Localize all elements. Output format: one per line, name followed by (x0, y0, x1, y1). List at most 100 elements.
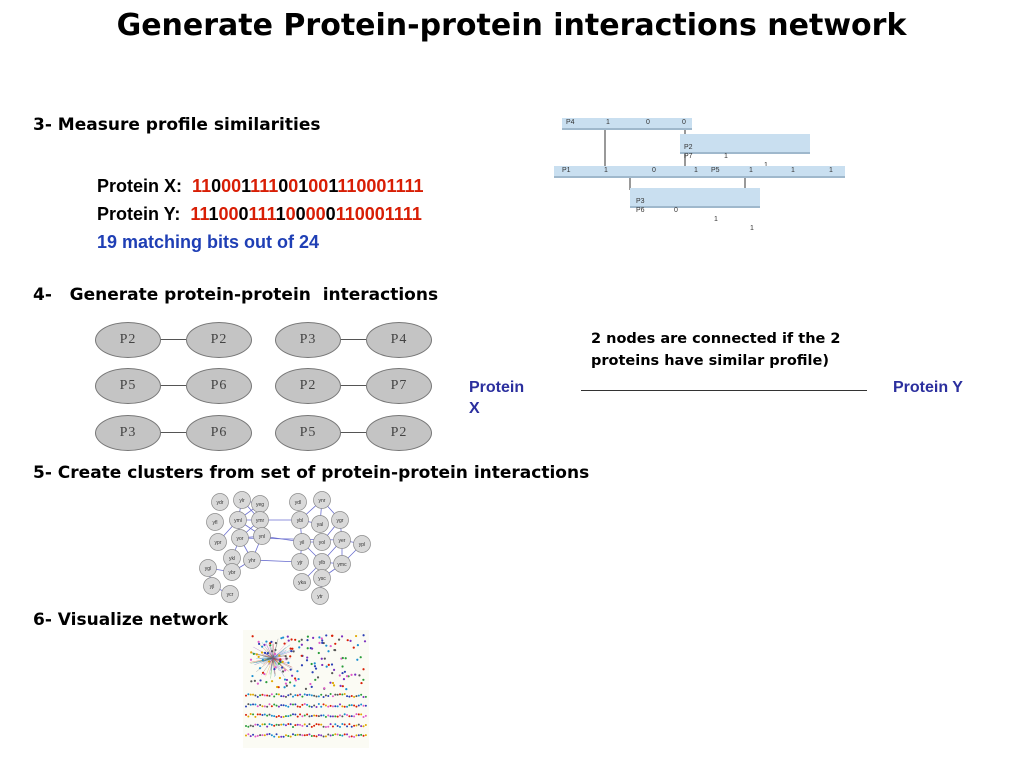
node-pair4-a: P2 (275, 368, 341, 404)
viz-node (273, 735, 276, 738)
viz-node (350, 695, 353, 698)
bit: 0 (228, 204, 239, 224)
viz-node (259, 713, 262, 716)
viz-node (259, 725, 262, 728)
viz-node (329, 681, 332, 684)
viz-node (321, 663, 324, 667)
viz-node (341, 693, 344, 696)
viz-node (289, 703, 292, 706)
bit: 1 (275, 204, 286, 224)
cluster-node (313, 491, 331, 509)
viz-node (317, 723, 320, 726)
viz-edge (249, 657, 274, 663)
viz-node (289, 735, 292, 738)
viz-node (331, 672, 334, 675)
cluster-node (223, 563, 241, 581)
viz-node (306, 725, 309, 728)
bit: 0 (364, 204, 375, 224)
viz-node (280, 637, 283, 640)
network-visualization-figure (243, 630, 369, 748)
viz-node (317, 734, 320, 737)
viz-node (303, 693, 306, 696)
viz-node (355, 713, 358, 716)
viz-node (300, 664, 304, 667)
viz-node (282, 715, 285, 718)
connection-note: 2 nodes are connected if the 2 proteins … (591, 331, 841, 369)
viz-node (343, 733, 346, 736)
viz-node (282, 723, 285, 726)
matching-bits-text: 19 matching bits out of 24 (97, 232, 320, 252)
viz-node (343, 713, 346, 716)
cluster-node-label: ytr (317, 594, 323, 600)
viz-node (247, 693, 250, 696)
viz-node (313, 714, 316, 717)
cluster-node (293, 573, 311, 591)
bit: 0 (308, 176, 319, 196)
viz-node (263, 694, 266, 697)
cluster-node-label: ygr (337, 518, 344, 524)
protein-x-row: Protein X: 110001111001001110001111 (97, 176, 424, 197)
viz-node (298, 640, 301, 643)
tree-row-p4: P4 1 0 0 (562, 118, 692, 130)
cluster-node (253, 527, 271, 545)
viz-node (360, 725, 363, 728)
viz-node (327, 714, 330, 717)
viz-node (357, 723, 360, 726)
viz-node (263, 643, 266, 646)
cluster-node (291, 553, 309, 571)
viz-node (292, 695, 294, 698)
viz-node (306, 733, 309, 736)
viz-node (263, 651, 267, 655)
cluster-node (311, 587, 329, 605)
viz-node (318, 641, 321, 644)
bit: 1 (386, 176, 396, 196)
node-pair3-b: P6 (186, 368, 252, 404)
viz-node (300, 654, 303, 657)
viz-node (294, 734, 297, 737)
viz-node (301, 703, 304, 706)
viz-node (353, 695, 356, 698)
viz-node (310, 725, 313, 728)
viz-node (357, 734, 360, 737)
viz-node (341, 734, 344, 737)
viz-node (294, 703, 297, 706)
viz-node (268, 733, 271, 736)
viz-node (339, 734, 341, 737)
viz-node (249, 658, 253, 661)
viz-node (310, 694, 313, 697)
viz-node (251, 674, 254, 678)
viz-node (306, 703, 309, 706)
bit: 1 (393, 204, 403, 224)
viz-node (252, 703, 255, 706)
viz-node (263, 705, 266, 708)
viz-node (336, 724, 339, 727)
viz-edge (266, 656, 274, 659)
viz-node (345, 674, 349, 678)
viz-node (278, 654, 281, 657)
viz-node (296, 733, 299, 736)
viz-node (348, 695, 351, 698)
viz-node (270, 650, 274, 653)
viz-node (329, 644, 332, 648)
viz-node (353, 735, 356, 738)
cluster-node-label: ysc (318, 576, 326, 582)
viz-node (306, 639, 309, 642)
viz-node (333, 648, 336, 652)
bit: 0 (221, 176, 232, 196)
viz-edge (271, 654, 274, 659)
tree-row-p1: P1 1 0 1 (554, 166, 714, 178)
viz-node (360, 713, 363, 716)
viz-node (320, 714, 323, 717)
cluster-node-label: yka (298, 580, 306, 586)
viz-node (259, 704, 262, 707)
viz-node (334, 733, 337, 736)
cluster-node-label: yol (319, 540, 325, 546)
viz-node (320, 693, 323, 696)
viz-node (260, 651, 264, 654)
viz-node (256, 713, 259, 716)
viz-node (343, 693, 346, 696)
bit: 1 (328, 176, 338, 196)
viz-node (341, 715, 344, 718)
viz-node (314, 667, 318, 670)
